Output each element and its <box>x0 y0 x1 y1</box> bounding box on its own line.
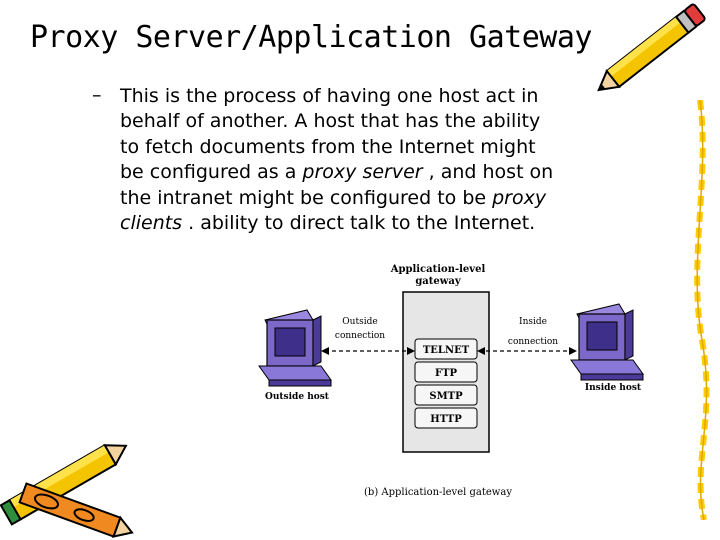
gateway-label-1: Application-level <box>390 264 486 275</box>
diagram-caption: (b) Application-level gateway <box>364 487 512 498</box>
pencil-icon-top-right <box>597 3 706 92</box>
inside-host-computer-icon <box>570 303 644 381</box>
inside-connection-label-1: Inside <box>519 317 547 327</box>
protocol-http: HTTP <box>414 407 478 429</box>
body-line-1: This is the process of having one host a… <box>120 85 539 107</box>
pencil-icon-bottom-left <box>0 443 134 538</box>
outside-connection-label-1: Outside <box>342 317 377 327</box>
inside-host-label: Inside host <box>585 383 642 393</box>
gateway-label-2: gateway <box>415 276 462 287</box>
gateway-diagram: Application-level gateway TELNET FTP SMT… <box>258 264 644 498</box>
body-line-2: behalf of another. A host that has the a… <box>120 110 541 133</box>
outside-connection-label-2: connection <box>335 331 385 341</box>
proxy-term: proxy <box>492 186 547 209</box>
body-line-6: clients . ability to direct talk to the … <box>120 212 536 235</box>
protocol-smtp: SMTP <box>414 384 478 406</box>
inside-connection-label-2: connection <box>508 337 558 347</box>
slide-title: Proxy Server/Application Gateway <box>30 20 592 55</box>
protocol-ftp: FTP <box>414 361 478 383</box>
svg-text:FTP: FTP <box>435 368 458 379</box>
clients-term: clients <box>120 212 183 235</box>
outside-host-label: Outside host <box>265 392 330 402</box>
svg-text:SMTP: SMTP <box>429 391 463 402</box>
body-line-4: be configured as a proxy server , and ho… <box>120 161 554 184</box>
proxy-server-term: proxy server <box>302 161 423 184</box>
svg-text:TELNET: TELNET <box>423 345 470 356</box>
pencil-trail-right <box>694 100 710 520</box>
svg-text:HTTP: HTTP <box>430 414 462 425</box>
body-paragraph: This is the process of having one host a… <box>120 84 640 236</box>
body-line-5: the intranet might be configured to be p… <box>120 186 547 209</box>
inside-connection-arrow <box>477 347 577 355</box>
outside-connection-arrow <box>321 347 415 355</box>
outside-host-computer-icon <box>258 309 332 387</box>
protocol-telnet: TELNET <box>414 338 478 360</box>
body-line-3: to fetch documents from the Internet mig… <box>120 135 536 158</box>
bullet-dash: – <box>92 84 102 106</box>
